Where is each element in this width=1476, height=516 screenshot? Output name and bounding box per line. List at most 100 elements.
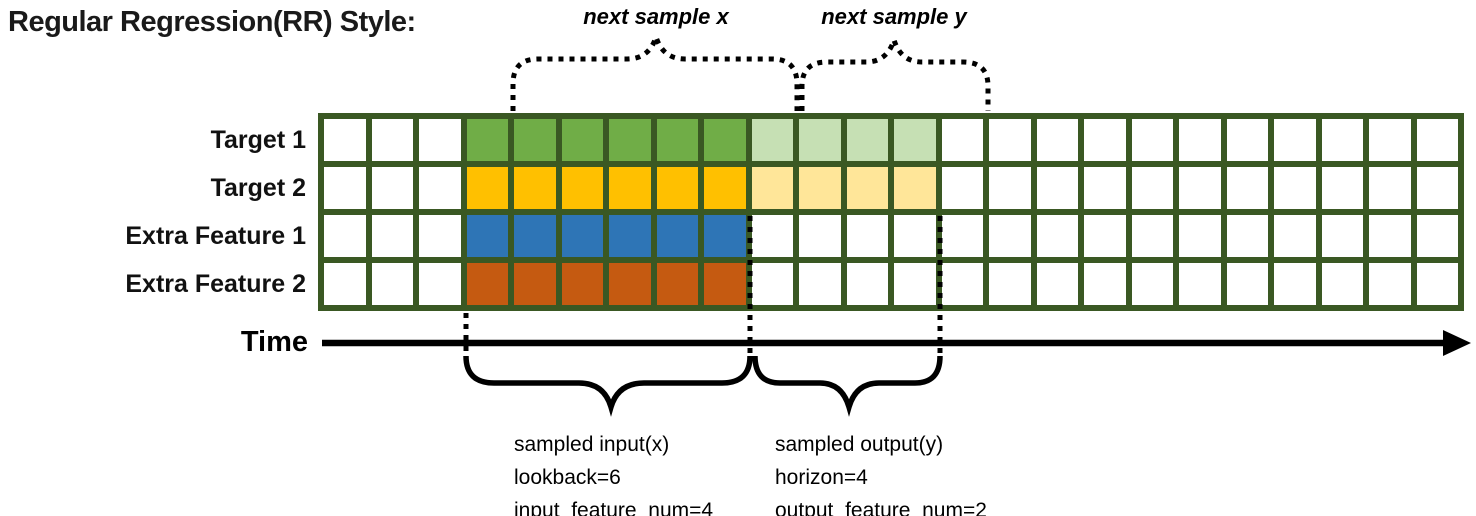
row-label-extra-feature-2: Extra Feature 2 (125, 269, 306, 298)
grid-cell-r0-c6 (609, 119, 651, 161)
timeseries-grid (318, 113, 1464, 311)
grid-cell-r2-c6 (609, 215, 651, 257)
grid-cell-r3-c3 (466, 263, 508, 305)
grid-cell-r0-c14 (989, 119, 1031, 161)
grid-cell-r3-c5 (561, 263, 603, 305)
grid-cell-r3-c4 (514, 263, 556, 305)
grid-cell-r0-c23 (1416, 119, 1458, 161)
grid-cell-r1-c22 (1369, 167, 1411, 209)
sampled-output-line: sampled output(y) (775, 433, 944, 456)
grid-cell-r1-c0 (324, 167, 366, 209)
grid-cell-r1-c14 (989, 167, 1031, 209)
grid-cell-r3-c10 (799, 263, 841, 305)
grid-cell-r1-c8 (704, 167, 746, 209)
grid-cell-r2-c5 (561, 215, 603, 257)
grid-cell-r2-c3 (466, 215, 508, 257)
grid-cell-r1-c4 (514, 167, 556, 209)
sampled-input-annotation: sampled input(x) lookback=6 input_featur… (514, 428, 713, 516)
row-label-target-1: Target 1 (210, 125, 306, 154)
grid-cell-r1-c13 (941, 167, 983, 209)
grid-cell-r2-c23 (1416, 215, 1458, 257)
grid-cell-r0-c10 (799, 119, 841, 161)
grid-cell-r2-c13 (941, 215, 983, 257)
grid-cell-r2-c8 (704, 215, 746, 257)
grid-cell-r3-c0 (324, 263, 366, 305)
grid-cell-r2-c22 (1369, 215, 1411, 257)
next-sample-y-brace (799, 31, 991, 111)
sampled-input-brace (463, 355, 753, 417)
grid-cell-r2-c11 (846, 215, 888, 257)
grid-cell-r0-c11 (846, 119, 888, 161)
grid-cell-r0-c8 (704, 119, 746, 161)
grid-cell-r3-c13 (941, 263, 983, 305)
sampled-output-brace (752, 355, 943, 417)
grid-cell-r2-c2 (419, 215, 461, 257)
grid-cell-r3-c20 (1274, 263, 1316, 305)
grid-cell-r0-c21 (1321, 119, 1363, 161)
grid-cell-r2-c10 (799, 215, 841, 257)
grid-cell-r2-c16 (1084, 215, 1126, 257)
grid-cell-r3-c16 (1084, 263, 1126, 305)
grid-cell-r3-c15 (1036, 263, 1078, 305)
grid-cell-r1-c1 (371, 167, 413, 209)
grid-cell-r1-c21 (1321, 167, 1363, 209)
grid-cell-r1-c20 (1274, 167, 1316, 209)
grid-cell-r0-c5 (561, 119, 603, 161)
grid-cell-r3-c2 (419, 263, 461, 305)
grid-cell-r3-c1 (371, 263, 413, 305)
grid-cell-r0-c0 (324, 119, 366, 161)
grid-cell-r0-c18 (1179, 119, 1221, 161)
diagram-title: Regular Regression(RR) Style: (8, 6, 416, 38)
grid-cell-r2-c18 (1179, 215, 1221, 257)
time-axis-label: Time (240, 326, 308, 358)
grid-cell-r1-c3 (466, 167, 508, 209)
grid-cell-r2-c7 (656, 215, 698, 257)
next-sample-x-brace (510, 28, 800, 111)
grid-cell-r0-c19 (1226, 119, 1268, 161)
grid-cell-r1-c9 (751, 167, 793, 209)
grid-cell-r1-c16 (1084, 167, 1126, 209)
time-arrowhead (1443, 330, 1471, 356)
grid-cell-r2-c15 (1036, 215, 1078, 257)
grid-cell-r1-c12 (894, 167, 936, 209)
grid-cell-r2-c17 (1131, 215, 1173, 257)
grid-cell-r2-c4 (514, 215, 556, 257)
grid-cell-r1-c6 (609, 167, 651, 209)
grid-cell-r0-c7 (656, 119, 698, 161)
grid-cell-r3-c17 (1131, 263, 1173, 305)
next-sample-y-label: next sample y (821, 4, 967, 29)
grid-cell-r1-c11 (846, 167, 888, 209)
grid-cell-r2-c20 (1274, 215, 1316, 257)
grid-cell-r3-c19 (1226, 263, 1268, 305)
grid-cell-r0-c13 (941, 119, 983, 161)
input-feature-num-line: input_feature_num=4 (514, 499, 714, 516)
grid-cell-r3-c22 (1369, 263, 1411, 305)
grid-cell-r1-c18 (1179, 167, 1221, 209)
grid-cell-r2-c9 (751, 215, 793, 257)
grid-cell-r1-c10 (799, 167, 841, 209)
grid-cell-r0-c22 (1369, 119, 1411, 161)
grid-cell-r3-c6 (609, 263, 651, 305)
output-feature-num-line: output_feature_num=2 (775, 499, 987, 516)
grid-cell-r2-c1 (371, 215, 413, 257)
grid-cell-r2-c14 (989, 215, 1031, 257)
sampled-input-line: sampled input(x) (514, 433, 670, 456)
lookback-line: lookback=6 (514, 466, 621, 489)
grid-cell-r0-c4 (514, 119, 556, 161)
grid-cell-r1-c23 (1416, 167, 1458, 209)
grid-cell-r2-c19 (1226, 215, 1268, 257)
grid-cell-r0-c17 (1131, 119, 1173, 161)
sampled-output-annotation: sampled output(y) horizon=4 output_featu… (775, 428, 987, 516)
grid-cell-r3-c23 (1416, 263, 1458, 305)
row-label-target-2: Target 2 (210, 173, 306, 202)
grid-cell-r0-c1 (371, 119, 413, 161)
grid-cell-r3-c12 (894, 263, 936, 305)
grid-cell-r3-c8 (704, 263, 746, 305)
grid-cell-r2-c21 (1321, 215, 1363, 257)
next-sample-x-label: next sample x (583, 4, 729, 29)
grid-cell-r0-c9 (751, 119, 793, 161)
grid-cell-r0-c16 (1084, 119, 1126, 161)
grid-cell-r1-c17 (1131, 167, 1173, 209)
grid-cell-r1-c2 (419, 167, 461, 209)
